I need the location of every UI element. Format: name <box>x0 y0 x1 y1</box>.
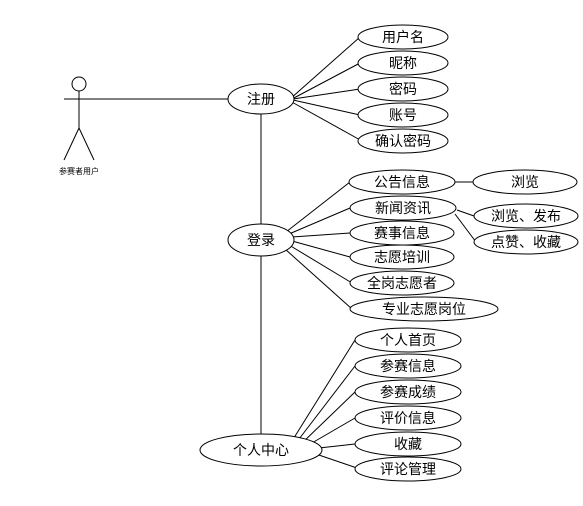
actor-label: 参赛者用户 <box>59 166 99 176</box>
center-home-line <box>291 339 356 442</box>
usecase-full-volunteer: 全岗志愿者 <box>349 270 455 296</box>
usecase-account-label: 账号 <box>389 108 417 124</box>
usecase-register-label: 注册 <box>247 92 275 108</box>
usecase-pro-volunteer-label: 专业志愿岗位 <box>382 302 466 318</box>
usecase-comment-manage: 评论管理 <box>354 456 462 482</box>
register-account-line <box>292 99 361 116</box>
news-like-collect-line <box>454 213 477 243</box>
usecase-notice: 公告信息 <box>348 169 456 195</box>
usecase-browse-publish: 浏览、发布 <box>473 203 579 229</box>
usecase-browse: 浏览 <box>472 169 578 195</box>
login-provol-line <box>284 248 353 310</box>
news-browse-publish-line <box>456 209 475 217</box>
register-password-line <box>292 88 361 100</box>
login-news-line <box>288 207 351 235</box>
usecase-review-info-label: 评价信息 <box>380 410 436 427</box>
usecase-browse-label: 浏览 <box>511 175 539 191</box>
usecase-username: 用户名 <box>357 24 449 50</box>
usecase-like-collect-label: 点赞、收藏 <box>491 235 561 251</box>
center-entryinfo-line <box>295 365 356 444</box>
usecase-personal-center-label: 个人中心 <box>233 443 289 459</box>
register-username-line <box>289 36 361 100</box>
usecase-home-label: 个人首页 <box>380 333 436 349</box>
usecase-favorites: 收藏 <box>354 431 462 457</box>
usecase-login: 登录 <box>227 223 295 257</box>
usecase-entry-info-label: 参赛信息 <box>380 358 436 375</box>
usecase-register: 注册 <box>227 83 295 115</box>
center-entryresult-line <box>299 391 356 446</box>
usecase-entry-info: 参赛信息 <box>354 353 462 379</box>
usecase-volunteer-training: 志愿培训 <box>349 244 455 270</box>
usecase-nickname: 昵称 <box>357 50 449 76</box>
usecase-confirm-password: 确认密码 <box>357 128 449 154</box>
usecase-account: 账号 <box>357 102 449 128</box>
usecase-event-info-label: 赛事信息 <box>374 225 430 242</box>
usecase-password: 密码 <box>357 76 449 102</box>
register-confirm-line <box>289 100 363 142</box>
login-event-line <box>291 232 351 238</box>
usecase-home: 个人首页 <box>354 327 462 353</box>
usecase-username-label: 用户名 <box>382 29 424 46</box>
usecase-review-info: 评价信息 <box>354 405 462 431</box>
usecase-password-label: 密码 <box>389 81 417 98</box>
usecase-news: 新闻资讯 <box>349 195 457 221</box>
login-training-line <box>291 240 351 258</box>
usecase-personal-center: 个人中心 <box>199 433 323 467</box>
usecase-full-volunteer-label: 全岗志愿者 <box>367 275 437 292</box>
usecase-news-label: 新闻资讯 <box>375 201 431 217</box>
usecase-entry-result-label: 参赛成绩 <box>380 384 436 401</box>
usecase-comment-manage-label: 评论管理 <box>380 462 436 478</box>
usecase-browse-publish-label: 浏览、发布 <box>491 209 561 225</box>
usecase-entry-result: 参赛成绩 <box>354 379 462 405</box>
login-notice-line <box>285 181 351 233</box>
usecase-nickname-label: 昵称 <box>389 56 417 72</box>
usecase-notice-label: 公告信息 <box>374 174 430 191</box>
usecase-login-label: 登录 <box>247 233 275 249</box>
usecase-like-collect: 点赞、收藏 <box>473 229 579 255</box>
usecase-favorites-label: 收藏 <box>394 437 422 453</box>
usecase-event-info: 赛事信息 <box>349 220 455 246</box>
usecase-confirm-password-label: 确认密码 <box>375 133 431 150</box>
usecase-volunteer-training-label: 志愿培训 <box>374 250 430 266</box>
login-fullvol-line <box>288 244 353 284</box>
usecase-pro-volunteer: 专业志愿岗位 <box>349 296 499 322</box>
register-nickname-line <box>291 62 361 100</box>
association-lines <box>80 36 477 469</box>
actor-stick-figure-icon <box>63 76 95 161</box>
